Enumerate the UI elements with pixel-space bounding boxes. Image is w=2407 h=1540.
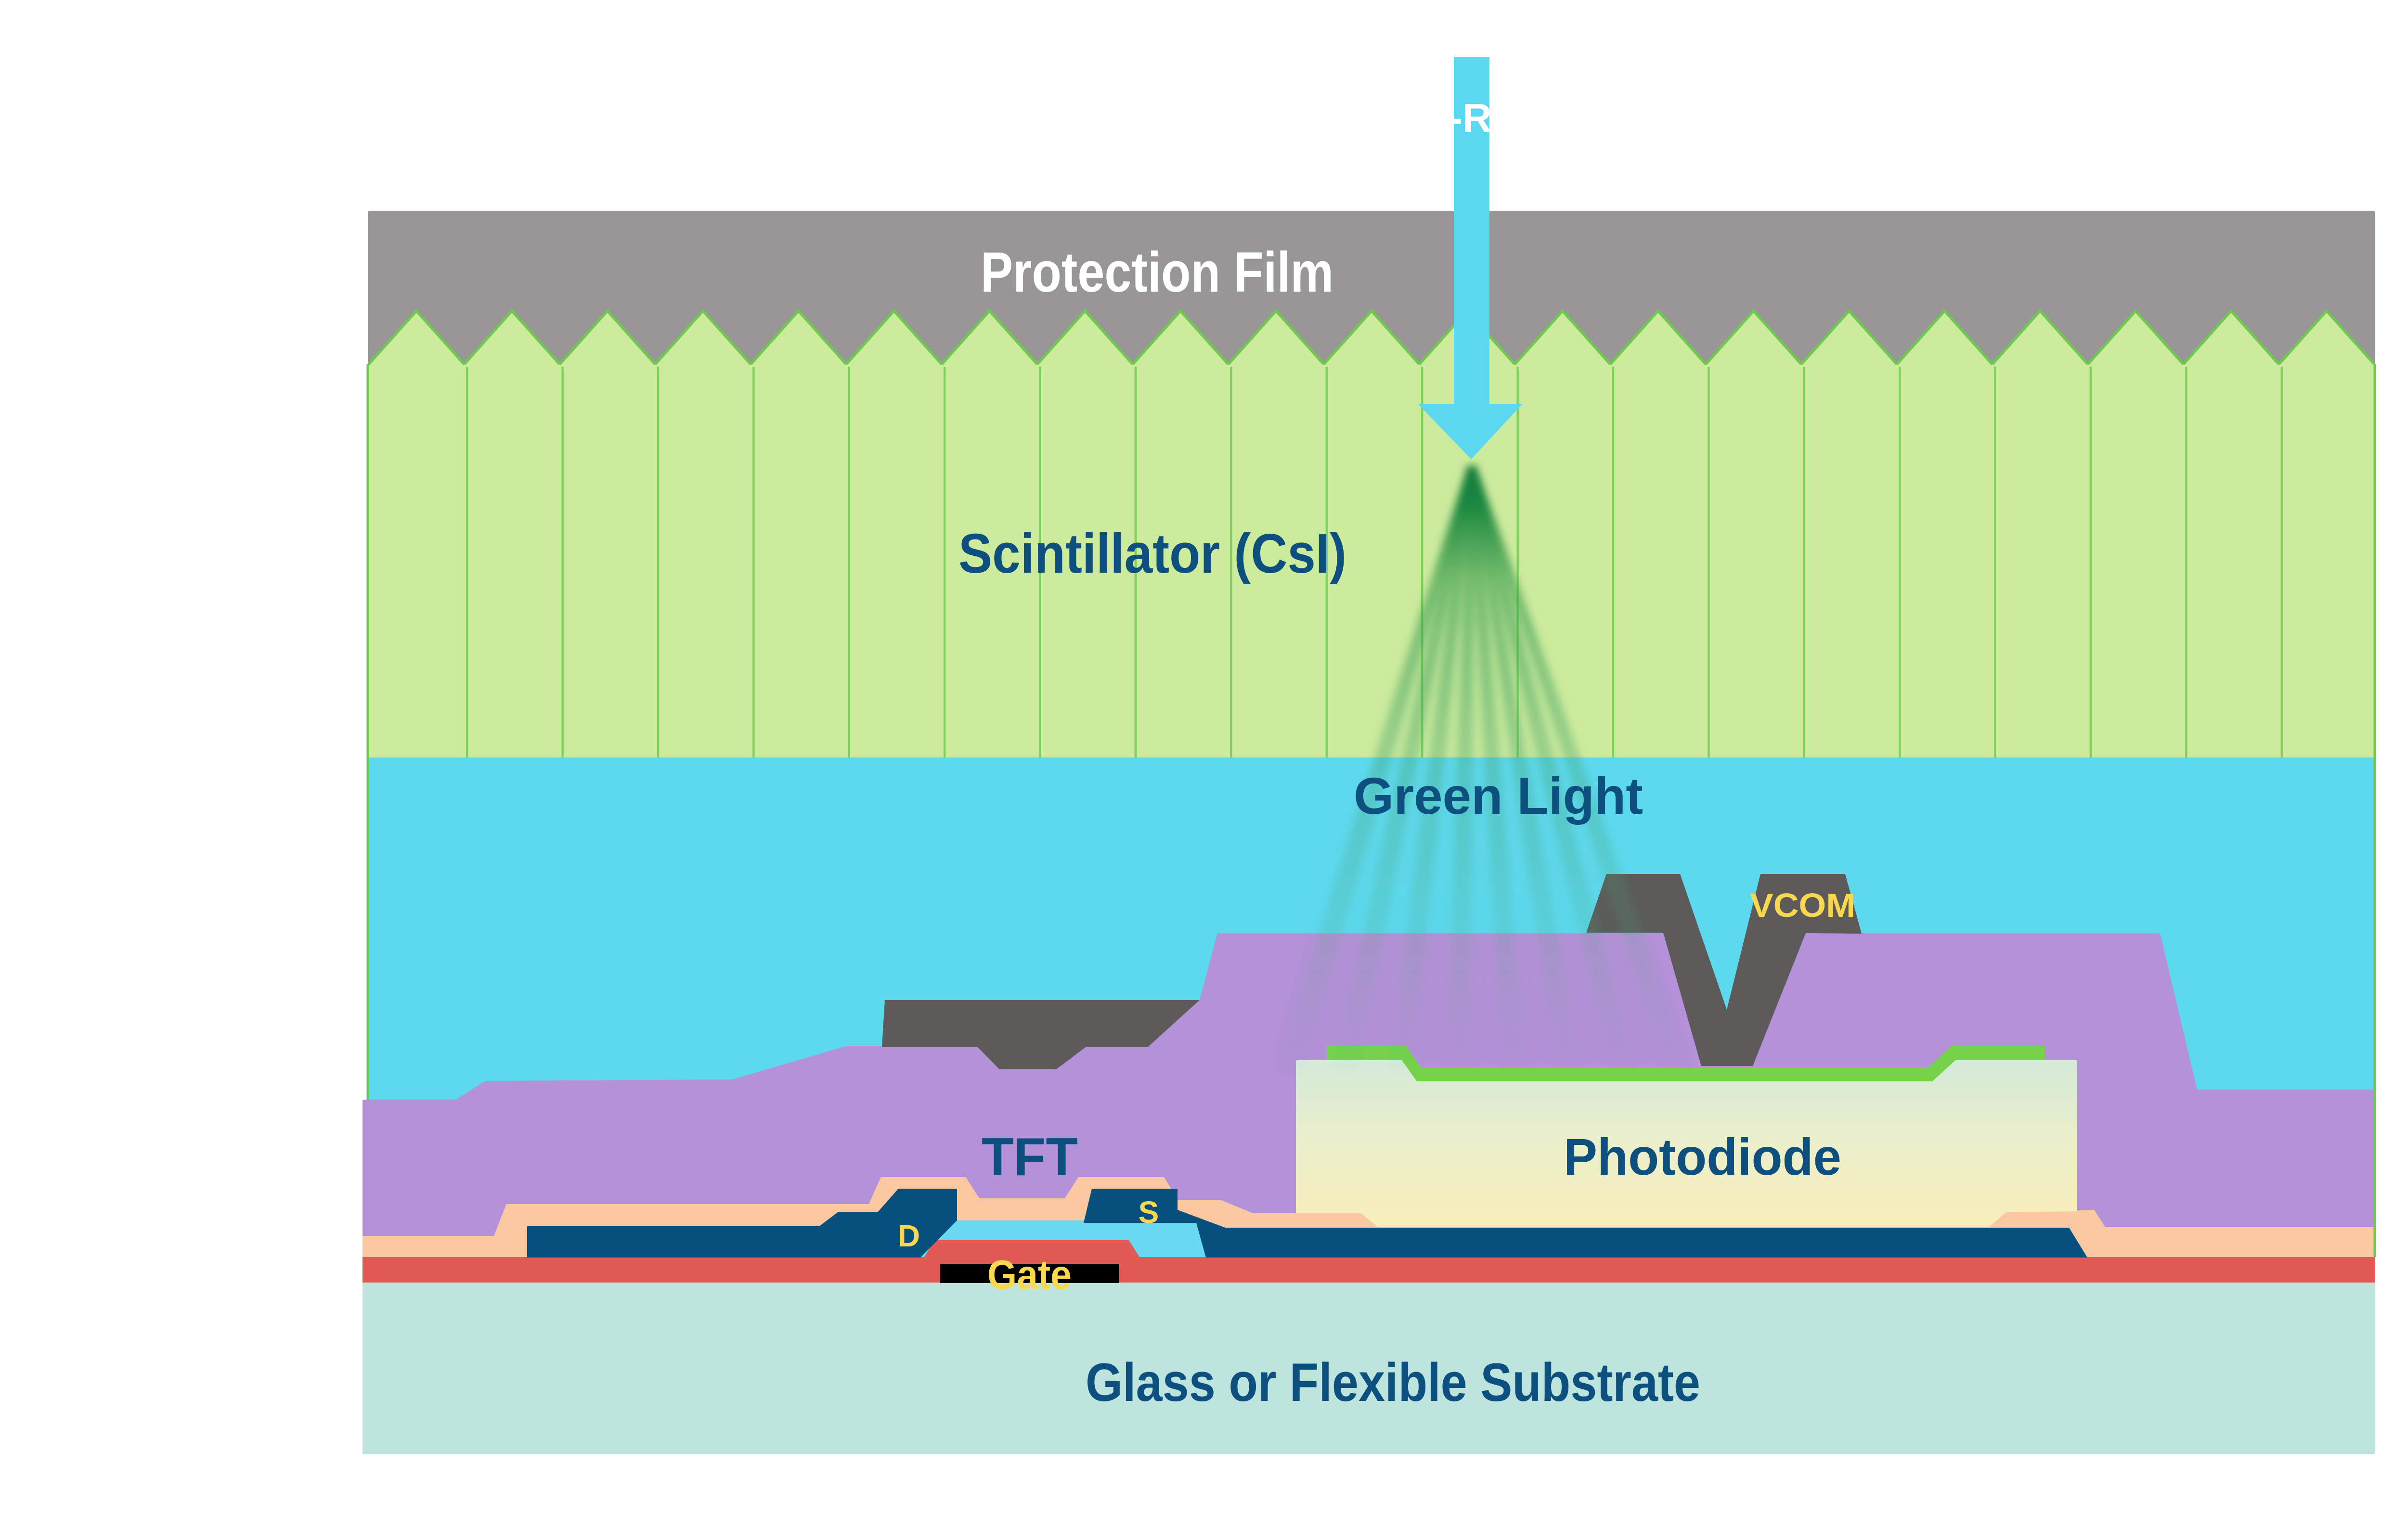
- svg-text:S: S: [1139, 1195, 1159, 1230]
- svg-text:Photodiode: Photodiode: [1564, 1128, 1841, 1186]
- svg-text:TFT: TFT: [982, 1127, 1078, 1187]
- svg-text:Gate: Gate: [987, 1252, 1072, 1298]
- svg-text:Green Light: Green Light: [1354, 767, 1643, 825]
- svg-text:Protection Film: Protection Film: [981, 241, 1333, 304]
- svg-text:Glass or Flexible Substrate: Glass or Flexible Substrate: [1086, 1352, 1700, 1412]
- svg-text:X-Ray: X-Ray: [1422, 95, 1537, 141]
- svg-text:VCOM: VCOM: [1750, 886, 1855, 924]
- svg-text:D: D: [898, 1219, 920, 1253]
- svg-text:Scintillator (CsI): Scintillator (CsI): [958, 522, 1346, 585]
